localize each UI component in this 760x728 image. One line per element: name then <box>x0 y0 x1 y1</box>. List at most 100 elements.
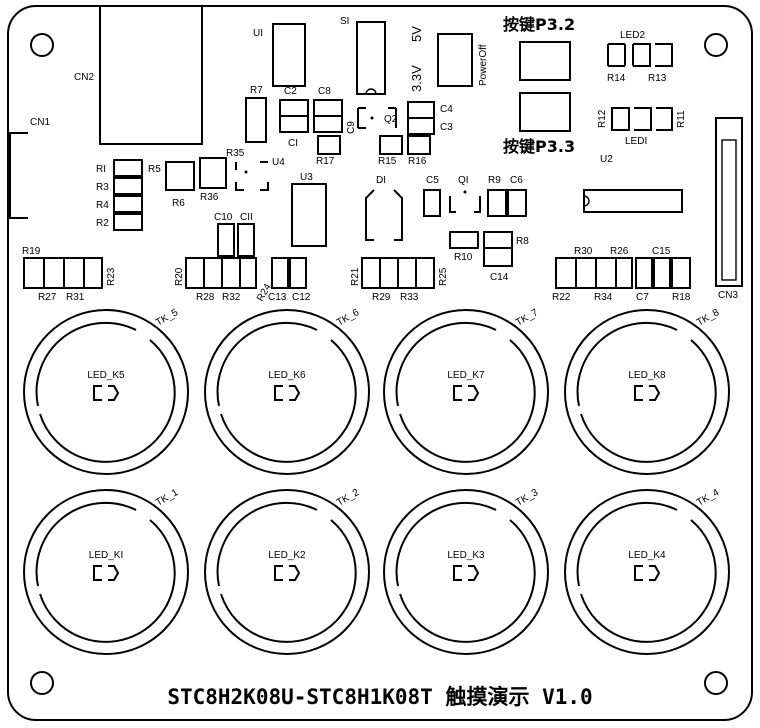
c8-label: C8 <box>318 86 331 97</box>
c10-label: C10 <box>214 212 233 223</box>
pad-outer-ring <box>23 489 189 655</box>
r18-label: R18 <box>672 292 691 303</box>
r13-label: R13 <box>648 73 667 84</box>
c15-outline <box>653 257 671 289</box>
r32-label: R32 <box>222 292 241 303</box>
pad-tk-label: TK_5 <box>154 307 181 329</box>
c4-label: C4 <box>440 104 453 115</box>
c7-outline <box>635 257 653 289</box>
pad-inner-arc-left <box>576 321 678 407</box>
cn3-inner <box>721 139 737 281</box>
r5-outline <box>165 161 195 191</box>
r21-outline <box>361 257 381 289</box>
pad-inner-arc-left <box>395 321 497 407</box>
cn2-label: CN2 <box>74 72 94 83</box>
d1-outline <box>365 189 403 241</box>
r8-label: R8 <box>516 236 529 247</box>
r33-label: R33 <box>400 292 419 303</box>
pad-led-footprint <box>634 385 661 401</box>
pad-led-footprint <box>274 565 301 581</box>
pad-inner-arc-right <box>399 519 536 643</box>
pad-tk-label: TK_2 <box>335 487 362 509</box>
led2-footprint <box>607 43 673 67</box>
r25-outline <box>415 257 435 289</box>
pad-outer-ring <box>204 489 370 655</box>
r28-label: R28 <box>196 292 215 303</box>
u4-label: U4 <box>272 157 285 168</box>
c13-outline <box>271 257 289 289</box>
r27-label: R27 <box>38 292 57 303</box>
cn1-outline <box>9 132 28 219</box>
mounting-hole-tr <box>704 33 728 57</box>
board-title: STC8H2K08U-STC8H1K08T 触摸演示 V1.0 <box>167 685 592 709</box>
pad-led-label: LED_KI <box>89 550 123 561</box>
r10-outline <box>449 231 479 249</box>
r5-label: R5 <box>148 164 161 175</box>
u1-outline <box>272 23 306 87</box>
pad-inner-arc-right <box>580 519 717 643</box>
r31-outline <box>63 257 85 289</box>
r11-label: R11 <box>676 110 687 128</box>
mounting-hole-br <box>704 671 728 695</box>
s1-label: SI <box>340 16 349 27</box>
pad-outer-ring <box>564 489 730 655</box>
c14-outline <box>483 247 513 267</box>
r16-outline <box>407 135 431 155</box>
power-switch-outline <box>437 33 473 87</box>
r2-label: R2 <box>96 218 109 229</box>
q1-dot <box>463 190 467 194</box>
r26-label: R26 <box>610 246 629 257</box>
pad-tk-label: TK_8 <box>695 307 722 329</box>
r34-outline <box>595 257 617 289</box>
r4-outline <box>113 195 143 213</box>
r28-outline <box>203 257 223 289</box>
pad-inner-arc-left <box>576 501 678 587</box>
pad-tk-label: TK_6 <box>335 307 362 329</box>
r17-outline <box>317 135 341 155</box>
r22-outline <box>555 257 577 289</box>
r35-outline <box>199 157 227 189</box>
cn3-outline <box>715 117 743 287</box>
c3-label: C3 <box>440 122 453 133</box>
pad-led-footprint <box>453 385 480 401</box>
r31-label: R31 <box>66 292 85 303</box>
label-5v: 5V <box>409 26 424 42</box>
r17-label: R17 <box>316 156 335 167</box>
q2-outline <box>357 107 397 129</box>
r1-label: RI <box>96 164 106 175</box>
pad-inner-arc-left <box>216 501 318 587</box>
pad-inner-arc-right <box>399 339 536 463</box>
cn3-label: CN3 <box>718 290 738 301</box>
pad-tk-label: TK_1 <box>154 487 181 509</box>
r25-label: R25 <box>438 267 449 286</box>
r9-label: R9 <box>488 175 501 186</box>
r1-outline <box>113 159 143 177</box>
c11-label: CII <box>240 212 253 223</box>
pad-inner-arc-left <box>216 321 318 407</box>
r35-label: R35 <box>226 148 245 159</box>
key2-label: 按键P3.3 <box>503 137 575 156</box>
pad-led-footprint <box>634 565 661 581</box>
c12-label: C12 <box>292 292 311 303</box>
r6-label: R6 <box>172 198 185 209</box>
r23-outline <box>83 257 103 289</box>
led1-footprint <box>611 107 673 131</box>
mounting-hole-bl <box>30 671 54 695</box>
pad-led-label: LED_K7 <box>447 370 485 381</box>
c6-label: C6 <box>510 175 523 186</box>
r33-outline <box>397 257 417 289</box>
r3-outline <box>113 177 143 195</box>
r32-outline <box>221 257 241 289</box>
r18-outline <box>671 257 691 289</box>
r14-label: R14 <box>607 73 626 84</box>
r29-label: R29 <box>372 292 391 303</box>
r10-label: R10 <box>454 252 473 263</box>
led2-label: LED2 <box>620 30 645 41</box>
pad-inner-arc-right <box>220 339 357 463</box>
